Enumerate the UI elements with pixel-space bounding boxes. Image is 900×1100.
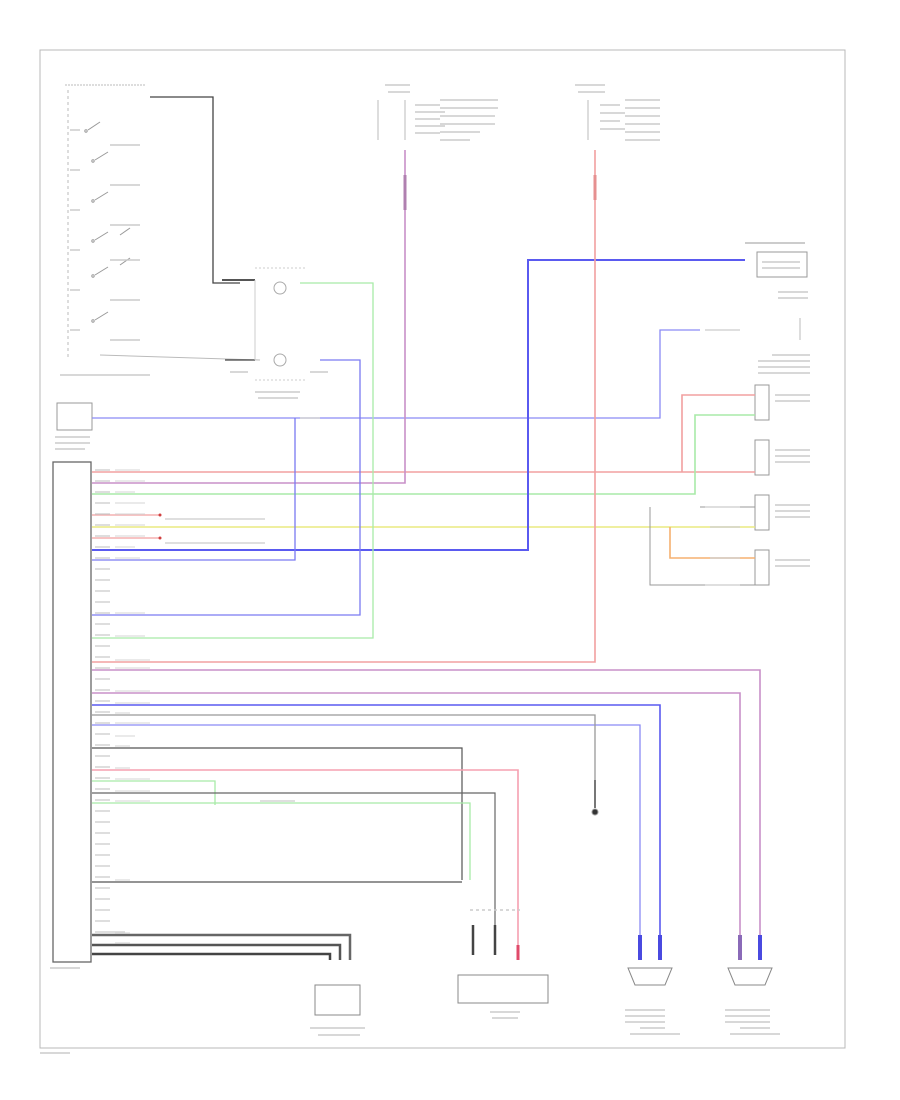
wire-bundle-1 <box>92 933 352 960</box>
audio-unit-box <box>310 984 365 1036</box>
wire-blue-antenna <box>92 329 700 419</box>
wire-gray-ground <box>92 714 596 780</box>
antenna-amp <box>745 242 808 340</box>
switch-panel <box>60 84 150 376</box>
rear-speaker-left <box>625 935 680 1035</box>
wire-orange <box>669 527 755 559</box>
wire-blue-rear <box>92 704 661 935</box>
wire-blue-main <box>92 259 745 551</box>
wire-blue-2 <box>92 359 361 616</box>
diagram-border <box>39 49 846 1049</box>
display-unit <box>754 354 810 586</box>
main-unit-connector <box>50 461 92 969</box>
switch-text-marks <box>60 129 150 376</box>
harness-wires <box>92 150 761 960</box>
wire-gray-display <box>649 507 755 586</box>
fuse-left <box>377 84 498 141</box>
wire-green-3 <box>92 780 216 805</box>
switch-contacts <box>84 121 131 323</box>
fuse-right <box>575 84 660 141</box>
wire-pink <box>92 769 519 945</box>
display-unit-box <box>457 909 549 1019</box>
wire-purple-fuse <box>92 150 406 484</box>
wire-blue-climate <box>92 418 296 561</box>
rear-speaker-right <box>725 935 780 1035</box>
wire-green-1 <box>92 414 755 495</box>
wire-red-speaker <box>681 394 755 472</box>
illumination-bulbs <box>230 267 328 399</box>
wire-code-marks <box>115 329 740 944</box>
wire-green-2 <box>92 282 374 639</box>
pin-label-marks <box>95 469 125 933</box>
switch-wires <box>99 96 261 361</box>
connector-marks <box>403 175 599 816</box>
wire-black <box>92 747 463 880</box>
wire-purple-rear <box>92 669 761 935</box>
instrument-cluster-box <box>55 402 93 450</box>
wire-red-fuse <box>92 150 596 663</box>
